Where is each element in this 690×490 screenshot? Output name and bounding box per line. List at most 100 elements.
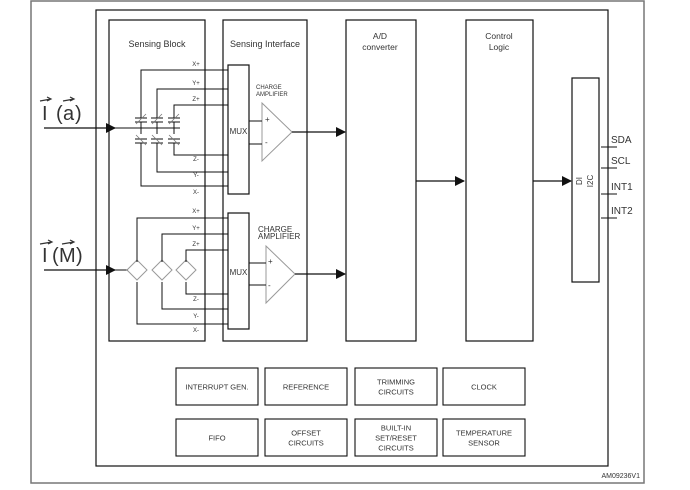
accel-amp-minus: - xyxy=(265,138,268,147)
adc-label-1: A/D xyxy=(373,31,387,41)
channel-label: Z- xyxy=(193,157,199,163)
channel-label: Y- xyxy=(193,173,198,179)
di-label: DI xyxy=(575,177,584,185)
aux-block-label: CIRCUITS xyxy=(288,439,323,448)
accelerometer-capacitor-array xyxy=(115,113,180,146)
sensing-block-label: Sensing Block xyxy=(128,39,186,49)
aux-block-fifo: FIFO xyxy=(175,418,259,457)
accel-charge-amp-label-1: CHARGE xyxy=(256,85,282,91)
wire xyxy=(136,282,228,325)
figure-id: AM09236V1 xyxy=(601,473,640,480)
pin-int1-label: INT1 xyxy=(611,182,633,193)
aux-block-label: OFFSET xyxy=(291,429,321,438)
mag-channel-wires: X+Y+Z+Z-Y-X- xyxy=(136,209,228,334)
aux-block-box xyxy=(354,418,438,457)
wire xyxy=(185,249,228,262)
channel-label: Y+ xyxy=(192,81,200,87)
sensing-interface-block xyxy=(222,19,308,342)
mag-arg: M xyxy=(59,245,76,267)
accel-amp-plus: + xyxy=(265,115,270,124)
auxiliary-blocks: INTERRUPT GEN.REFERENCETRIMMINGCIRCUITSC… xyxy=(175,367,526,457)
wire xyxy=(156,88,228,118)
aux-block-reference: REFERENCE xyxy=(264,367,348,406)
aux-block-label: CIRCUITS xyxy=(378,388,413,397)
channel-label: Z- xyxy=(193,297,199,303)
aux-block-label: CLOCK xyxy=(471,383,497,392)
aux-block-label: REFERENCE xyxy=(283,383,329,392)
sensing-interface-label: Sensing Interface xyxy=(230,39,300,49)
aux-block-box xyxy=(442,367,526,406)
wheatstone-bridge xyxy=(126,259,148,281)
channel-label: Z+ xyxy=(192,97,200,103)
pin-scl-label: SCL xyxy=(611,156,631,167)
di-i2c-block xyxy=(571,77,600,283)
control-logic-block xyxy=(465,19,534,342)
channel-label: X- xyxy=(193,190,199,196)
wire xyxy=(140,143,228,187)
accel-arg: a xyxy=(63,103,75,125)
aux-block-label: SENSOR xyxy=(468,439,500,448)
wire xyxy=(156,143,228,173)
aux-block-label: FIFO xyxy=(208,434,225,443)
wire xyxy=(173,143,228,156)
mag-charge-amplifier xyxy=(265,244,296,305)
aux-block-label: CIRCUITS xyxy=(378,444,413,453)
control-logic-label-1: Control xyxy=(485,31,513,41)
accel-charge-amplifier xyxy=(261,101,293,163)
outer-frame xyxy=(30,0,645,484)
accel-charge-amp-label-2: AMPLIFIER xyxy=(256,92,288,98)
aux-block-box xyxy=(264,367,348,406)
mag-mux-label: MUX xyxy=(230,268,248,277)
adc-label-2: converter xyxy=(362,42,398,52)
mag-symbol: I xyxy=(42,245,48,267)
aux-block-box xyxy=(264,418,348,457)
aux-block-label: TEMPERATURE xyxy=(456,429,512,438)
accel-symbol: I xyxy=(42,103,48,125)
aux-block-label: INTERRUPT GEN. xyxy=(185,383,248,392)
accel-mux-label: MUX xyxy=(230,127,248,136)
wire xyxy=(161,282,228,310)
variable-capacitor-arrow xyxy=(151,134,163,146)
vector-arrow-icon xyxy=(61,239,76,245)
wire xyxy=(161,233,228,262)
wheatstone-bridge xyxy=(151,259,173,281)
pin-sda-label: SDA xyxy=(611,135,632,146)
mag-charge-amp-label-1: CHARGE xyxy=(258,225,292,234)
i2c-label: I2C xyxy=(586,175,595,188)
variable-capacitor-arrow xyxy=(135,113,147,125)
aux-block-box xyxy=(442,418,526,457)
aux-block-label: SET/RESET xyxy=(375,434,417,443)
variable-capacitor-arrow xyxy=(151,113,163,125)
mag-input-label: I ( M ) xyxy=(39,239,83,267)
wire xyxy=(173,104,228,118)
accel-open-paren: ( xyxy=(56,103,63,125)
aux-block-box xyxy=(175,367,259,406)
magnetometer-bridge-array xyxy=(115,259,197,281)
variable-capacitor-arrow xyxy=(135,134,147,146)
wire xyxy=(136,217,228,262)
vector-arrow-icon xyxy=(39,239,54,245)
variable-capacitor-arrow xyxy=(168,134,180,146)
accel-input-label: I ( a ) xyxy=(39,96,82,125)
vector-arrow-icon xyxy=(62,96,76,102)
vector-arrow-icon xyxy=(39,96,53,102)
channel-label: X- xyxy=(193,328,199,334)
variable-capacitor-arrow xyxy=(168,113,180,125)
channel-label: Y- xyxy=(193,314,198,320)
mag-close-paren: ) xyxy=(76,245,83,267)
pin-int2-label: INT2 xyxy=(611,206,633,217)
channel-label: Y+ xyxy=(192,226,200,232)
sensing-block xyxy=(108,19,206,342)
channel-label: X+ xyxy=(192,62,200,68)
mag-amp-minus: - xyxy=(268,281,271,290)
channel-label: Z+ xyxy=(192,242,200,248)
wire xyxy=(185,282,228,295)
aux-block-interrupt-gen-: INTERRUPT GEN. xyxy=(175,367,259,406)
wire xyxy=(140,69,228,118)
chip-frame xyxy=(95,9,609,467)
